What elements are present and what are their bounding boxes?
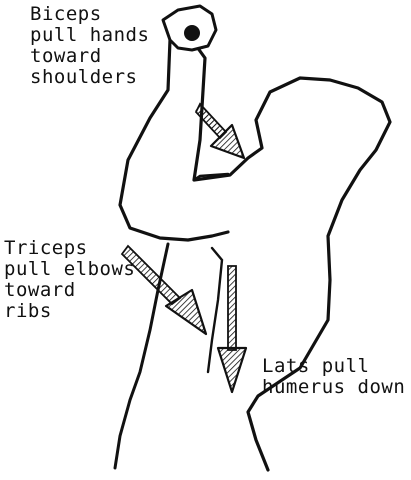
- fist-dot: [184, 25, 200, 41]
- lats-label-line: humerus down: [262, 377, 405, 398]
- triceps-label: Triceps pull elbows toward ribs: [4, 238, 135, 322]
- triceps-label-line: pull elbows: [4, 259, 135, 280]
- biceps-arrow: [196, 104, 244, 158]
- biceps-label-line: pull hands: [30, 25, 149, 46]
- biceps-label-line: shoulders: [30, 67, 149, 88]
- triceps-label-line: Triceps: [4, 238, 135, 259]
- biceps-label: Biceps pull hands toward shoulders: [30, 4, 149, 88]
- triceps-label-line: toward: [4, 280, 135, 301]
- body-outline: [192, 40, 390, 470]
- biceps-label-line: Biceps: [30, 4, 149, 25]
- lats-arrow: [218, 266, 246, 392]
- lats-label-line: Lats pull: [262, 356, 405, 377]
- biceps-label-line: toward: [30, 46, 149, 67]
- triceps-label-line: ribs: [4, 301, 135, 322]
- lats-label: Lats pull humerus down: [262, 356, 405, 398]
